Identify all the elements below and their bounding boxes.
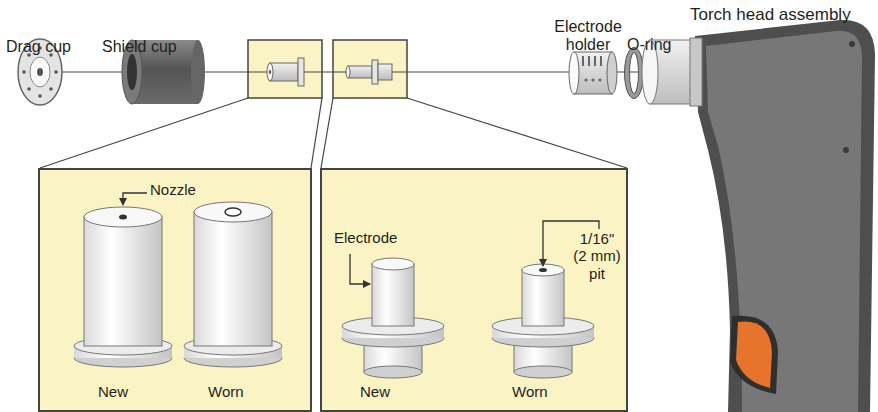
part-label: Shield cup [102,38,177,56]
worn-nozzle [184,202,282,367]
o-ring [625,48,644,99]
torch-body [642,20,875,412]
electrode-leader [350,254,370,284]
part-label: Torch head assembly [690,6,851,25]
dimension-label: 1/16" (2 mm) pit [572,230,622,282]
nozzle-leader [123,193,147,205]
part-label: Electrode holder [548,18,628,53]
nozzle-inset-box [248,40,322,98]
inset-leaders [40,98,627,168]
electrode-holder [569,52,617,94]
nozzle-comparison [38,168,312,412]
state-label: Worn [208,383,244,400]
electrode-inset-box [333,40,407,98]
part-label: O-ring [627,36,671,54]
inset-panel: NozzleNew Worn [38,168,312,412]
new-electrode [342,258,444,378]
new-nozzle [74,207,172,367]
state-label: New [98,383,128,400]
part-label: Drag cup [6,38,71,56]
worn-electrode [492,264,594,378]
electrode-comparison [320,168,628,412]
callout-label: Electrode [334,229,397,246]
inset-panel: Electrode 1/16" (2 mm) pitNew Worn [320,168,628,412]
state-label: New [360,383,390,400]
state-label: Worn [512,383,548,400]
callout-label: Nozzle [150,181,196,198]
